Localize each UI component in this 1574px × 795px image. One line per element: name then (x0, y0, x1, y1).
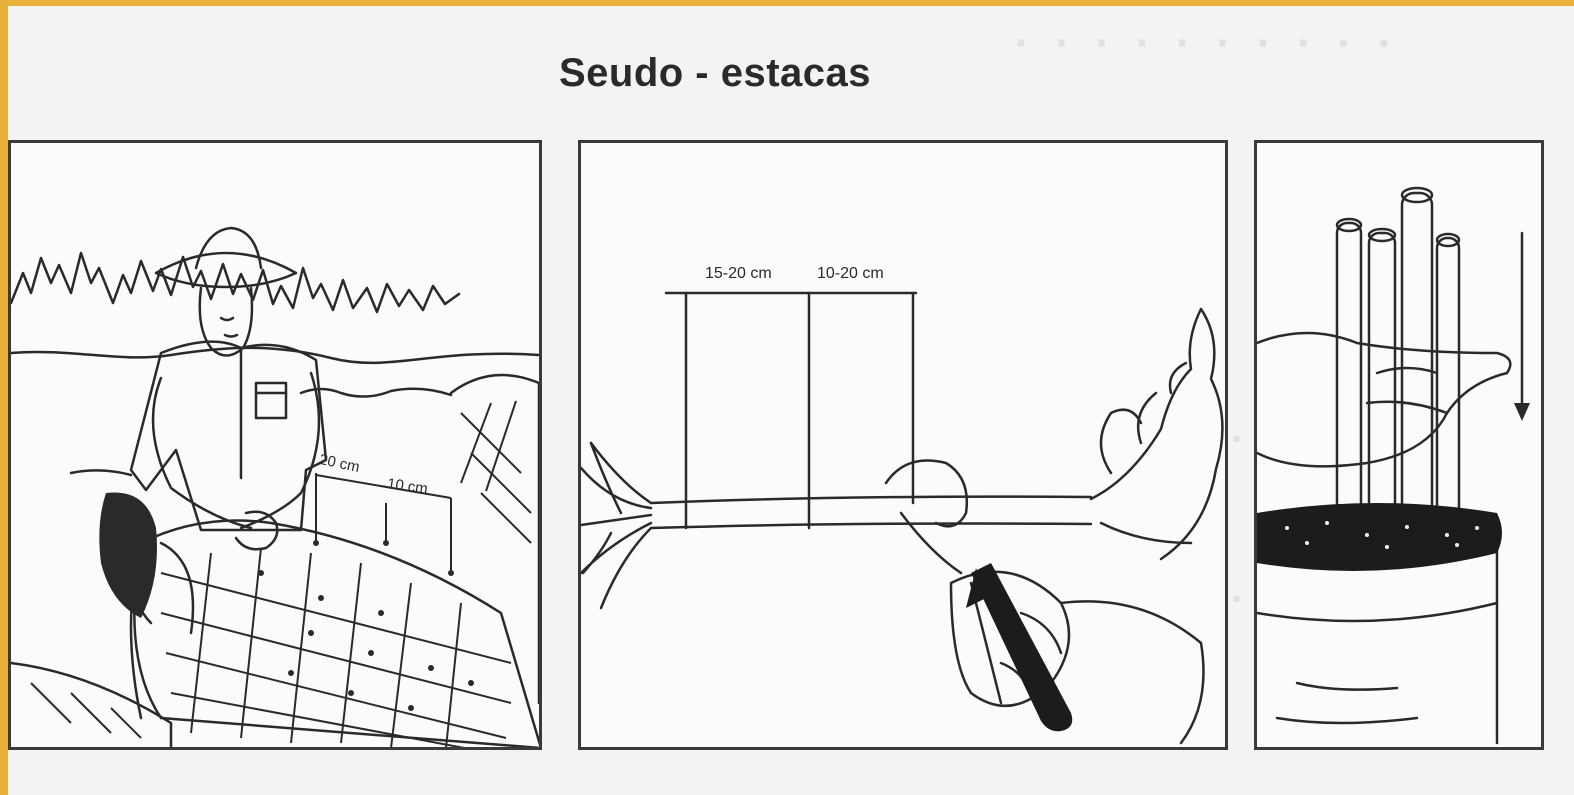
potting-illustration (1257, 186, 1530, 745)
segment-a-label: 15-20 cm (705, 265, 772, 282)
accent-frame-top (0, 0, 1574, 6)
panel-planting-grid: 20 cm 10 cm (8, 140, 542, 750)
cutting-illustration (581, 291, 1224, 745)
panel-cutting-stem: 15-20 cm 10-20 cm (578, 140, 1228, 750)
page-title: Seudo - estacas (558, 50, 872, 95)
panel-potting (1254, 140, 1544, 750)
segment-b-label: 10-20 cm (817, 265, 884, 282)
planting-illustration (11, 226, 539, 747)
accent-frame-left (0, 0, 8, 795)
